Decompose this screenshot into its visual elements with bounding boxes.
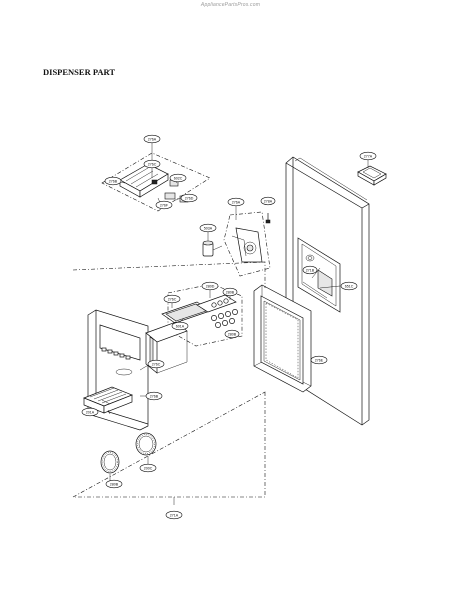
part-label-text: 280B: [110, 482, 119, 486]
part-label-p12: 651C: [340, 281, 358, 291]
part-label-text: 602C: [174, 176, 183, 180]
watermark: AppliancePartsPros.com: [200, 2, 261, 8]
page-title: DISPENSER PART: [43, 67, 116, 77]
part-label-text: 651C: [345, 284, 354, 288]
part-label-p5: 276D: [180, 193, 198, 203]
part-label-text: 276A: [148, 137, 157, 141]
part-label-text: 280D: [206, 284, 215, 288]
part-label-text: 280B: [228, 332, 237, 336]
part-label-text: 276E: [315, 358, 324, 362]
part-label-p20: 276B: [145, 391, 163, 401]
door-cap-part: [357, 159, 387, 186]
part-label-p7: 277A: [359, 151, 377, 161]
part-label-p14: 280D: [201, 281, 219, 291]
part-label-p18: 276E: [310, 355, 328, 365]
part-label-text: 601A: [176, 324, 185, 328]
display-pcb-cluster: [161, 283, 243, 347]
part-label-p8: 278A: [260, 196, 276, 206]
part-label-text: 276C: [152, 362, 161, 366]
part-label-text: 503A: [204, 226, 213, 230]
part-label-text: 276D: [185, 196, 194, 200]
part-label-p11: 271B: [302, 265, 318, 275]
part-label-p13: 276C: [163, 294, 181, 304]
part-label-text: 200C: [144, 466, 153, 470]
part-label-p15: 280B: [222, 287, 238, 297]
part-label-p2: 276C: [143, 159, 161, 169]
part-label-text: 276F: [160, 203, 169, 207]
part-label-p22: 200C: [139, 463, 157, 473]
part-label-text: 201A: [86, 410, 95, 414]
part-label-p1: 276A: [143, 134, 161, 144]
part-label-text: 276B: [150, 394, 159, 398]
part-label-text: 276A: [232, 200, 241, 204]
part-label-p10: 503A: [199, 223, 217, 233]
part-label-p19: 276C: [147, 359, 165, 369]
part-label-text: 276B: [109, 179, 118, 183]
part-label-p9: 276A: [227, 197, 245, 207]
part-label-p24: 271A: [165, 510, 183, 520]
part-label-text: 271B: [306, 268, 315, 272]
part-label-p17: 280B: [224, 329, 240, 339]
gasket-frame: [253, 284, 317, 393]
part-label-text: 276C: [168, 297, 177, 301]
part-label-p6: 276F: [155, 200, 173, 210]
part-label-p3: 276B: [104, 176, 122, 186]
part-label-p23: 280B: [105, 479, 123, 489]
part-label-text: 271A: [170, 513, 179, 517]
part-label-text: 278A: [264, 199, 273, 203]
part-label-p16: 601A: [171, 321, 189, 331]
part-label-text: 280B: [226, 290, 235, 294]
part-label-text: 276C: [148, 162, 157, 166]
cover-assembly: [72, 261, 266, 505]
part-label-p21: 201A: [81, 407, 99, 417]
part-label-p4: 602C: [169, 173, 187, 183]
actuator-assembly: [202, 206, 271, 277]
part-label-text: 277A: [364, 154, 373, 158]
